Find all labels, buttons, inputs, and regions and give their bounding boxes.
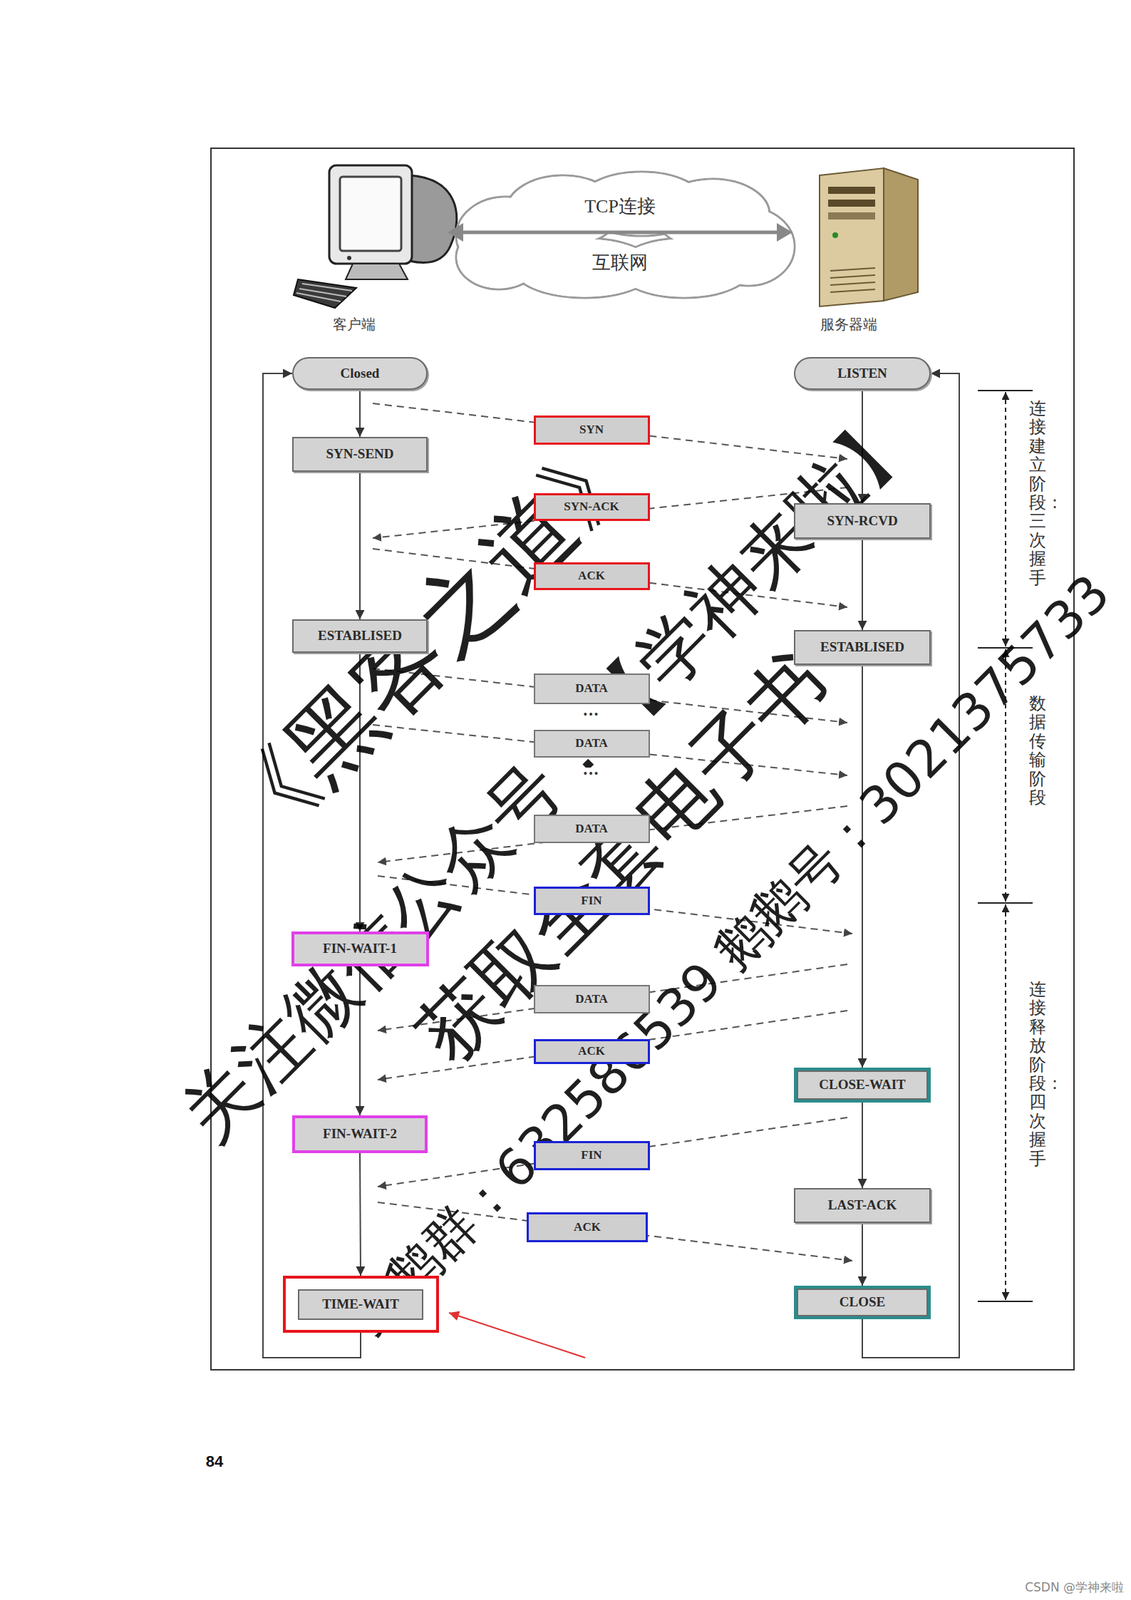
phase-span — [1004, 904, 1007, 1300]
state-box: ESTABLISED — [292, 619, 428, 653]
column-label: 服务器端 — [818, 314, 880, 335]
transition-arrow — [359, 1153, 361, 1276]
watermark: 《黑客之道》 — [205, 411, 658, 864]
crt-back — [409, 175, 457, 263]
state-terminal: Closed — [292, 357, 428, 390]
message-box: DATA — [533, 814, 650, 844]
link-arrowhead — [776, 223, 793, 242]
message-box: FIN — [533, 886, 650, 916]
cloud-text: TCP连接 — [584, 195, 656, 218]
state-box: LAST-ACK — [793, 1188, 931, 1223]
cloud-outline — [441, 168, 799, 301]
watermark: 鹅鹅群：632586539 鹅鹅号：3021375733 — [341, 565, 1119, 1343]
transition-arrow — [359, 389, 361, 437]
highlighted-state: TIME-WAIT — [282, 1275, 440, 1333]
keyboard — [293, 279, 357, 308]
page-number: 84 — [205, 1452, 224, 1471]
node-text: FIN — [580, 893, 602, 908]
ellipsis: ••• — [580, 767, 603, 781]
node-text: SYN-RCVD — [826, 513, 898, 530]
column-label: 客户端 — [330, 314, 378, 335]
monitor-bezel — [329, 165, 412, 264]
message-box: DATA — [533, 729, 650, 758]
node-text: ESTABLISED — [317, 627, 402, 645]
node-text: SYN — [579, 422, 604, 437]
transition-arrow — [861, 538, 864, 630]
node-text: LAST-ACK — [828, 1197, 897, 1214]
transition-arrow — [861, 1222, 864, 1286]
state-box: CLOSE-WAIT — [793, 1067, 931, 1103]
pointer-arrow — [448, 1312, 586, 1358]
phase-span — [1004, 391, 1007, 647]
phase-tick — [977, 389, 1033, 392]
node-text: ACK — [577, 568, 606, 583]
drive-bay — [828, 212, 876, 220]
node-text: SYN-ACK — [563, 499, 619, 514]
server-front — [819, 168, 884, 307]
transition-arrow — [861, 664, 864, 1068]
message-box: DATA — [533, 984, 650, 1014]
node-text: SYN-SEND — [325, 446, 394, 463]
server-side — [883, 168, 918, 301]
node-text: DATA — [575, 821, 608, 836]
server-vents — [830, 267, 876, 293]
node-text: Closed — [340, 365, 380, 382]
node-text: FIN — [580, 1148, 602, 1163]
state-box: CLOSE — [793, 1285, 931, 1320]
node-text: CLOSE-WAIT — [818, 1076, 906, 1094]
node-text: DATA — [575, 681, 608, 696]
node-text: FIN-WAIT-1 — [322, 940, 397, 958]
client-computer — [293, 165, 457, 308]
credit: CSDN @学神来啦 — [1024, 1579, 1124, 1596]
state-box: FIN-WAIT-2 — [292, 1115, 428, 1154]
message-box: ACK — [526, 1212, 648, 1243]
transition-arrow — [262, 373, 361, 1358]
phase-label: 数据传输阶段 — [1029, 694, 1047, 807]
message-box: ACK — [533, 562, 650, 591]
monitor-stand — [345, 263, 408, 280]
node-text: ACK — [577, 1044, 606, 1059]
server-tower — [819, 168, 918, 307]
node-text: FIN-WAIT-2 — [322, 1126, 397, 1143]
link-arrow — [458, 230, 782, 235]
message-box: ACK — [533, 1039, 650, 1065]
node-text: ACK — [573, 1220, 601, 1235]
message-box: FIN — [533, 1140, 650, 1171]
state-box: SYN-RCVD — [793, 503, 931, 539]
state-box: SYN-SEND — [292, 436, 428, 472]
node-text: DATA — [575, 992, 608, 1007]
state-box: ESTABLISED — [793, 629, 931, 665]
phase-tick — [977, 902, 1033, 904]
transition-arrow — [359, 471, 361, 620]
link-arrowhead — [447, 223, 464, 242]
monitor-screen — [339, 176, 402, 251]
drive-bay — [828, 199, 876, 207]
keyboard-keys — [296, 283, 353, 302]
drive-bay — [828, 186, 876, 194]
node-text: TIME-WAIT — [297, 1289, 424, 1320]
phase-label: 连接释放阶段：四次握手 — [1029, 979, 1047, 1169]
node-text: LISTEN — [837, 365, 888, 382]
state-box: FIN-WAIT-1 — [291, 931, 430, 967]
phase-tick — [977, 1300, 1033, 1303]
message-line — [377, 1117, 848, 1187]
state-terminal: LISTEN — [793, 357, 931, 390]
server-led — [832, 232, 839, 239]
message-box: DATA — [533, 673, 650, 705]
cloud-text: 互联网 — [592, 251, 648, 274]
phase-bracket — [977, 390, 1033, 1302]
node-text: CLOSE — [839, 1294, 886, 1311]
cloud-shape: TCP连接互联网 — [441, 168, 799, 301]
phase-label: 连接建立阶段：三次握手 — [1029, 399, 1047, 588]
node-text: ESTABLISED — [820, 639, 905, 656]
node-text: DATA — [575, 736, 608, 751]
cloud-fill — [457, 226, 541, 289]
message-box: SYN-ACK — [533, 493, 650, 521]
ellipsis: ••• — [580, 708, 603, 722]
message-box: SYN — [533, 415, 650, 445]
transition-arrow — [861, 1102, 864, 1189]
power-led — [347, 255, 352, 261]
